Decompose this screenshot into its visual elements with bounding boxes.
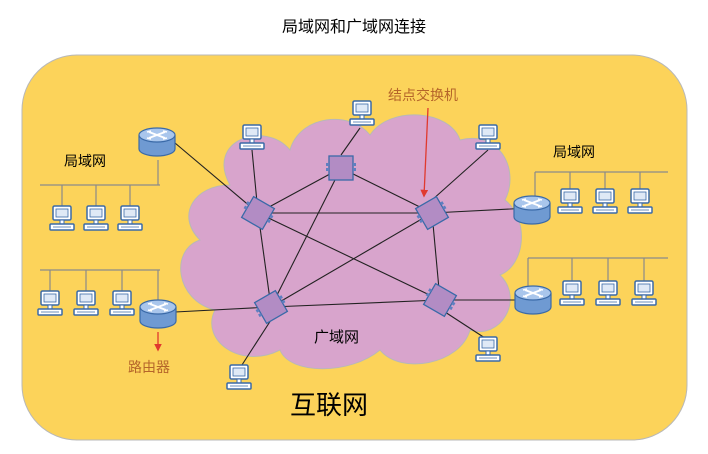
- computer-icon: [73, 290, 99, 316]
- internet-label: 互联网: [290, 391, 368, 421]
- wan-label: 广域网: [314, 328, 359, 346]
- computer-icon: [109, 290, 135, 316]
- computer-icon: [83, 205, 109, 231]
- computer-icon: [37, 290, 63, 316]
- computer-icon: [592, 188, 618, 214]
- switch-icon: [326, 155, 356, 181]
- lan-lower-left: [40, 269, 160, 300]
- computer-icon: [627, 188, 653, 214]
- computer-icon: [49, 205, 75, 231]
- computer-icon: [475, 124, 501, 150]
- lan-lower-right: [527, 257, 668, 290]
- switch-callout-arrow: [420, 107, 429, 198]
- router-icon: [514, 285, 552, 315]
- router-icon: [138, 127, 176, 157]
- lan-upper-left: [40, 160, 160, 208]
- diagram-title: 局域网和广域网连接: [282, 17, 426, 36]
- computer-icon: [559, 280, 585, 306]
- computer-icon: [239, 124, 265, 150]
- router-callout-label: 路由器: [128, 360, 170, 376]
- computer-icon: [226, 364, 252, 390]
- computer-icon: [595, 280, 621, 306]
- computer-icon: [117, 205, 143, 231]
- router-icon: [139, 299, 177, 329]
- lan-label-right: 局域网: [553, 145, 595, 161]
- computer-icon: [631, 280, 657, 306]
- switch-callout-label: 结点交换机: [388, 87, 458, 104]
- router-icon: [513, 195, 551, 225]
- computer-icon: [475, 336, 501, 362]
- lan-label-left: 局域网: [64, 154, 106, 170]
- computer-icon: [349, 100, 375, 126]
- computer-icon: [557, 188, 583, 214]
